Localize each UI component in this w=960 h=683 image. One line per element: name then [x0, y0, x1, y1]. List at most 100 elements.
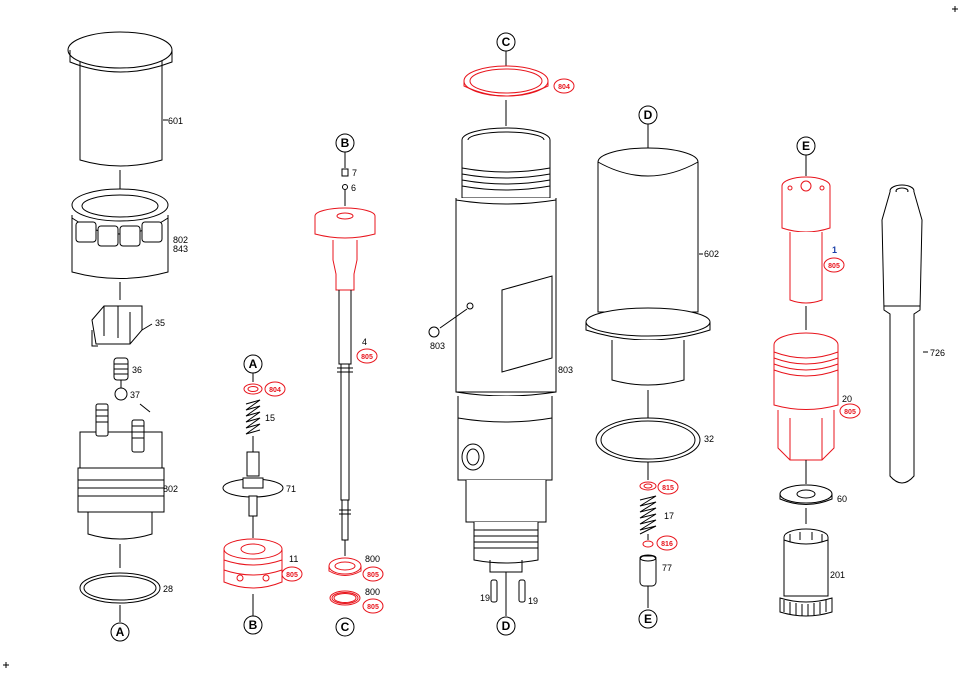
svg-text:E: E [644, 612, 652, 626]
part-201-tool [779, 528, 833, 617]
label-19-b: 19 [528, 596, 538, 606]
part-36-37 [113, 357, 129, 401]
part-28-oring [79, 572, 161, 622]
label-20: 20 [842, 394, 852, 404]
repair-code-804-b: 804 [553, 78, 575, 94]
repair-code-804-a: 804 [264, 381, 286, 397]
marker-d-bottom: D [496, 616, 516, 636]
part-816-shim [642, 540, 654, 548]
label-802: 802 [173, 235, 188, 245]
part-800-oring [329, 590, 361, 606]
label-35: 35 [155, 318, 165, 328]
svg-text:805: 805 [361, 354, 373, 361]
column-1-holder-parts [67, 31, 173, 622]
label-32: 32 [704, 434, 714, 444]
column-6-nozzle-parts [773, 155, 839, 617]
svg-text:816: 816 [661, 541, 673, 548]
part-60-washer [779, 484, 833, 524]
repair-code-805-11: 805 [281, 566, 303, 582]
label-17: 17 [664, 511, 674, 521]
part-803-injector-body [439, 127, 557, 573]
svg-text:B: B [341, 136, 350, 150]
repair-code-816: 816 [656, 535, 678, 551]
svg-text:805: 805 [367, 604, 379, 611]
label-15: 15 [265, 413, 275, 423]
part-800-seal-ring [328, 557, 362, 576]
repair-code-805-4: 805 [356, 348, 378, 364]
label-602: 602 [704, 249, 719, 259]
marker-c-top: C [496, 32, 516, 52]
label-800-a: 800 [365, 554, 380, 564]
label-843: 843 [173, 244, 188, 254]
label-7: 7 [352, 168, 357, 178]
repair-code-805-800a: 805 [362, 566, 384, 582]
label-71: 71 [286, 484, 296, 494]
svg-text:D: D [502, 619, 511, 633]
repair-code-805-1: 805 [823, 257, 845, 273]
corner-marks [3, 6, 958, 668]
label-800-b: 800 [365, 587, 380, 597]
label-28: 28 [163, 584, 173, 594]
marker-b-top: B [335, 133, 355, 153]
part-11-valve-piece [223, 538, 283, 616]
part-802-nut [71, 188, 169, 300]
part-802-connector [77, 403, 165, 568]
part-601-cap [67, 31, 173, 200]
marker-e-bottom: E [638, 609, 658, 629]
svg-text:A: A [116, 625, 125, 639]
part-77-pin [639, 554, 657, 608]
part-815-shim [639, 481, 657, 491]
label-77: 77 [662, 563, 672, 573]
column-4-body-parts [428, 51, 557, 616]
part-17-spring [639, 495, 657, 540]
svg-text:805: 805 [286, 572, 298, 579]
svg-text:C: C [502, 35, 511, 49]
svg-text:E: E [802, 139, 810, 153]
label-37: 37 [130, 390, 140, 400]
part-4-valve-needle [314, 207, 376, 556]
repair-code-805-20: 805 [839, 403, 861, 419]
label-726: 726 [930, 348, 945, 358]
marker-d-top: D [638, 105, 658, 125]
marker-b-bottom: B [243, 615, 263, 635]
marker-a-top: A [243, 354, 263, 374]
label-11: 11 [289, 554, 298, 564]
svg-text:805: 805 [367, 572, 379, 579]
svg-text:A: A [249, 357, 258, 371]
svg-text:805: 805 [844, 409, 856, 416]
label-802-connector: 802 [163, 484, 178, 494]
svg-text:815: 815 [662, 485, 674, 492]
svg-text:D: D [644, 108, 653, 122]
part-20-nozzle-nut [773, 332, 839, 484]
svg-text:804: 804 [558, 84, 570, 91]
marker-c-bottom: C [335, 617, 355, 637]
label-201: 201 [830, 570, 845, 580]
svg-text:804: 804 [269, 387, 281, 394]
part-15-spring [245, 399, 261, 452]
repair-code-805-800b: 805 [362, 598, 384, 614]
part-804-ring [243, 383, 263, 395]
part-71-armature [222, 451, 284, 538]
column-5-parts [585, 124, 711, 608]
label-601: 601 [168, 116, 183, 126]
part-19-pins [490, 579, 526, 603]
repair-code-815: 815 [657, 479, 679, 495]
label-803-body: 803 [558, 365, 573, 375]
label-1: 1 [832, 245, 837, 255]
column-3-needle-parts [314, 152, 376, 606]
column-2-valve-parts [222, 373, 284, 616]
label-803-pin: 803 [430, 341, 445, 351]
part-602-sleeve [585, 147, 711, 420]
svg-text:805: 805 [828, 263, 840, 270]
label-19-a: 19 [480, 593, 490, 603]
label-36: 36 [132, 365, 142, 375]
label-4: 4 [362, 337, 367, 347]
part-1-nozzle [781, 176, 831, 330]
label-60: 60 [837, 494, 847, 504]
part-804-large-ring [463, 65, 549, 97]
part-32-oring [595, 417, 701, 480]
part-35-clip [91, 305, 153, 347]
label-6: 6 [351, 183, 356, 193]
